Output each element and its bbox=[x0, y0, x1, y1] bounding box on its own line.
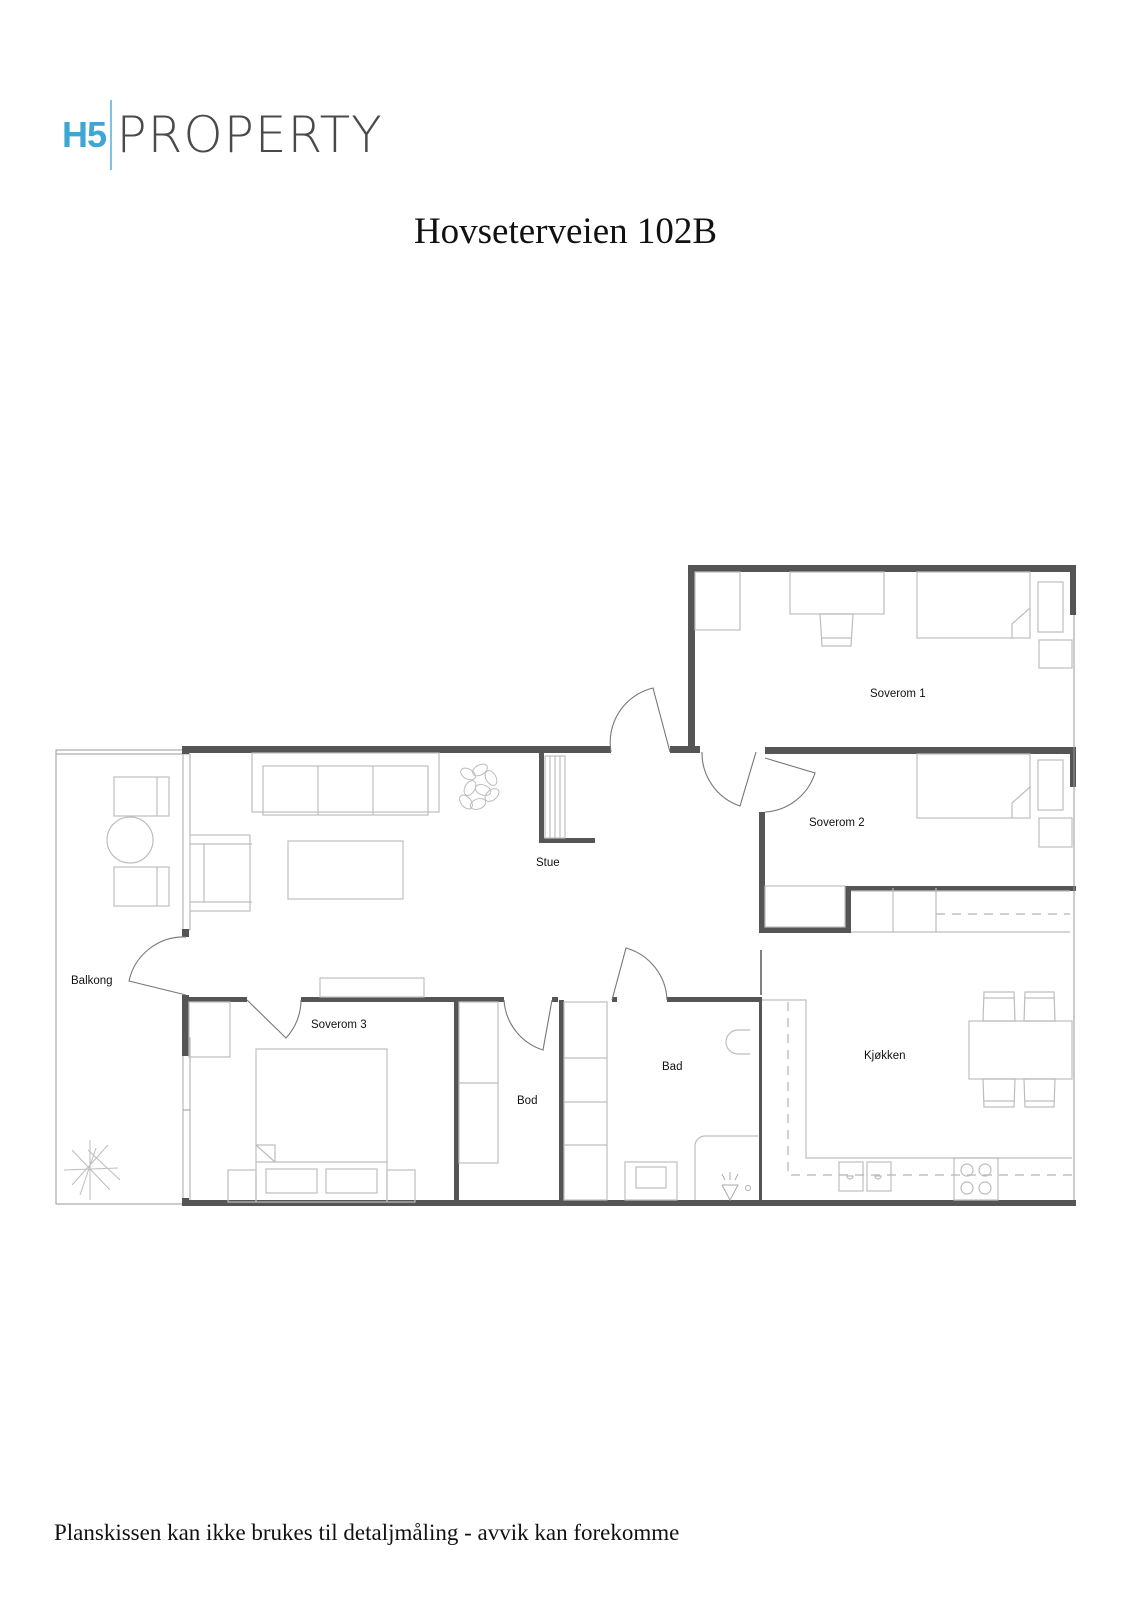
walls bbox=[182, 565, 1076, 1206]
property-address-title: Hovseterveien 102B bbox=[413, 211, 718, 252]
drain-icon bbox=[721, 1172, 751, 1202]
company-logo: H5 PROPERTY bbox=[62, 100, 383, 170]
room-label-bad: Bad bbox=[662, 1061, 682, 1073]
logo-wordmark: PROPERTY bbox=[116, 106, 383, 164]
logo-mark: H5 bbox=[62, 114, 107, 155]
room-label-soverom1: Soverom 1 bbox=[870, 688, 926, 700]
logo-divider bbox=[110, 100, 112, 170]
room-label-soverom2: Soverom 2 bbox=[809, 817, 865, 829]
room-label-kjokken: Kjøkken bbox=[864, 1050, 906, 1062]
room-label-bod: Bod bbox=[517, 1095, 537, 1107]
room-label-stue: Stue bbox=[536, 857, 560, 869]
plant-icon bbox=[459, 763, 500, 810]
room-label-soverom3: Soverom 3 bbox=[311, 1019, 367, 1031]
balcony-plant-icon bbox=[63, 1140, 121, 1200]
disclaimer-text: Planskissen kan ikke brukes til detaljmå… bbox=[54, 1520, 680, 1545]
doors bbox=[128, 687, 816, 1051]
furniture bbox=[63, 571, 1073, 1203]
room-label-balkong: Balkong bbox=[71, 975, 113, 987]
